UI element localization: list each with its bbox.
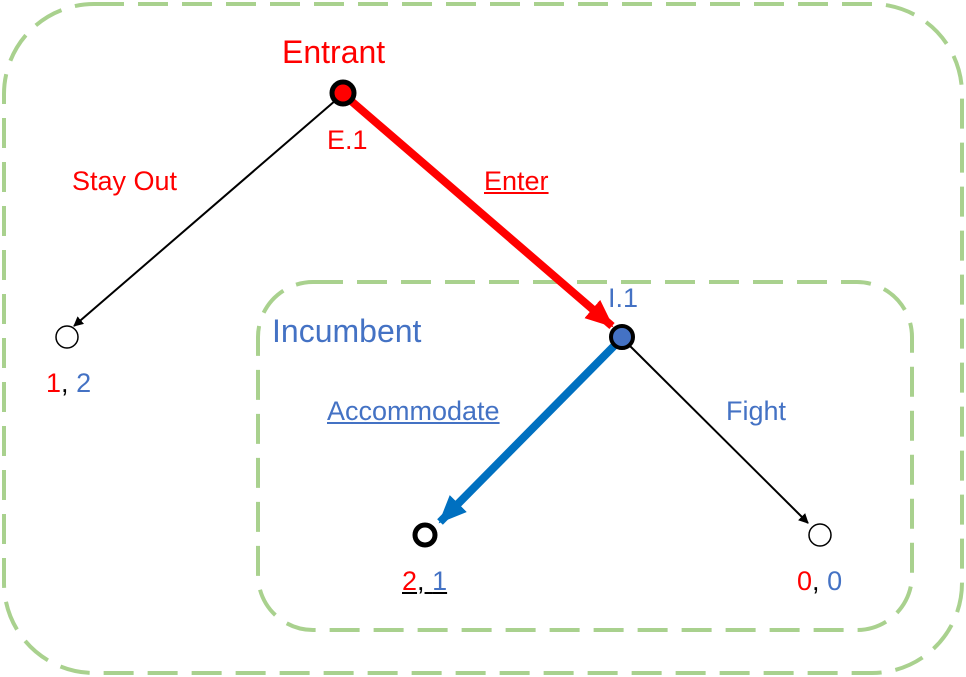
terminal-accommodate — [412, 522, 438, 548]
enter-edge — [347, 96, 615, 330]
stay-out-label: Stay Out — [72, 166, 178, 196]
payoff-fight: 0, 0 — [797, 566, 842, 597]
payoff-separator: , — [417, 566, 425, 596]
payoff-entrant: 2 — [402, 566, 418, 596]
terminal-fight — [808, 523, 832, 547]
entrant-label: Entrant — [282, 34, 386, 70]
incumbent-node-label: I.1 — [608, 283, 639, 313]
payoff-entrant: 1 — [46, 368, 62, 398]
terminal-stay-out — [55, 325, 79, 349]
incumbent-node — [609, 324, 635, 350]
incumbent-subgame-box — [256, 280, 914, 632]
accommodate-label: Accommodate — [327, 396, 500, 426]
incumbent-label: Incumbent — [272, 313, 422, 349]
enter-label: Enter — [484, 166, 549, 196]
fight-edge — [627, 343, 809, 524]
entrant-node — [329, 79, 357, 107]
stay-out-edge — [73, 99, 337, 327]
accommodate-edge — [437, 343, 617, 525]
payoff-incumbent: 2 — [76, 368, 92, 398]
payoff-entrant: 0 — [797, 566, 813, 596]
fight-label: Fight — [726, 396, 787, 426]
payoff-separator: , — [812, 566, 820, 596]
payoff-stay-out: 1, 2 — [46, 368, 91, 399]
payoff-accommodate: 2, 1 — [402, 566, 447, 597]
entrant-node-label: E.1 — [327, 125, 368, 155]
payoff-separator: , — [61, 368, 69, 398]
payoff-incumbent: 0 — [827, 566, 843, 596]
payoff-incumbent: 1 — [432, 566, 448, 596]
